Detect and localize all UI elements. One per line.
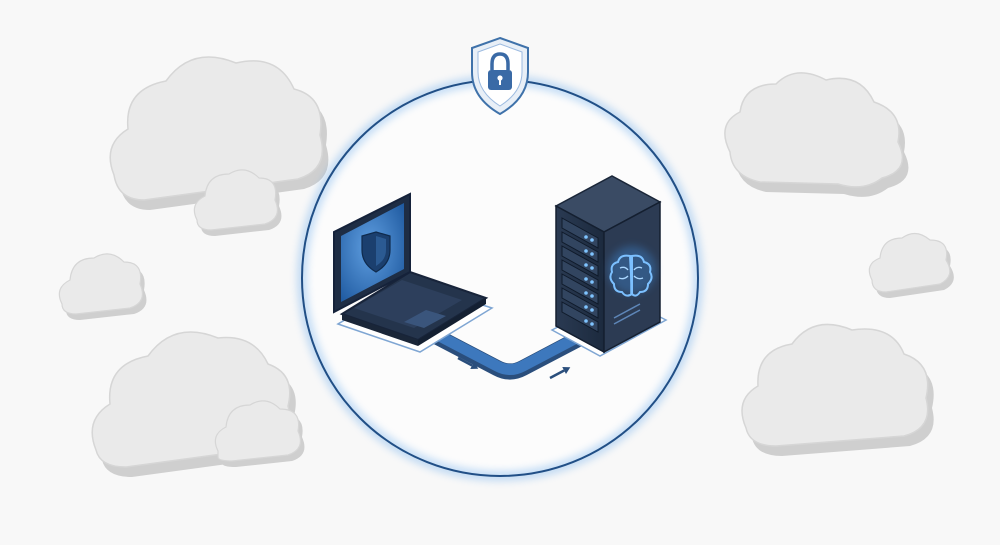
server-vent-lines bbox=[613, 303, 641, 325]
cloud-icon bbox=[109, 56, 329, 210]
cloud-icon bbox=[741, 323, 934, 456]
server-rack-slots bbox=[561, 217, 599, 333]
shield-lock-icon bbox=[471, 36, 529, 116]
cloud-icon bbox=[868, 232, 954, 298]
cloud-icon bbox=[724, 72, 909, 197]
cloud-icon bbox=[193, 169, 282, 236]
cloud-icon bbox=[214, 400, 305, 467]
cloud-icon bbox=[58, 253, 147, 320]
arrow-icon bbox=[457, 356, 479, 370]
laptop-icon bbox=[333, 192, 494, 353]
data-flow-connector bbox=[424, 324, 586, 380]
shield-icon bbox=[361, 231, 391, 273]
server-status-lights bbox=[584, 235, 594, 326]
arrow-icon bbox=[549, 366, 571, 380]
server-icon bbox=[550, 175, 668, 357]
brain-icon bbox=[608, 246, 656, 297]
